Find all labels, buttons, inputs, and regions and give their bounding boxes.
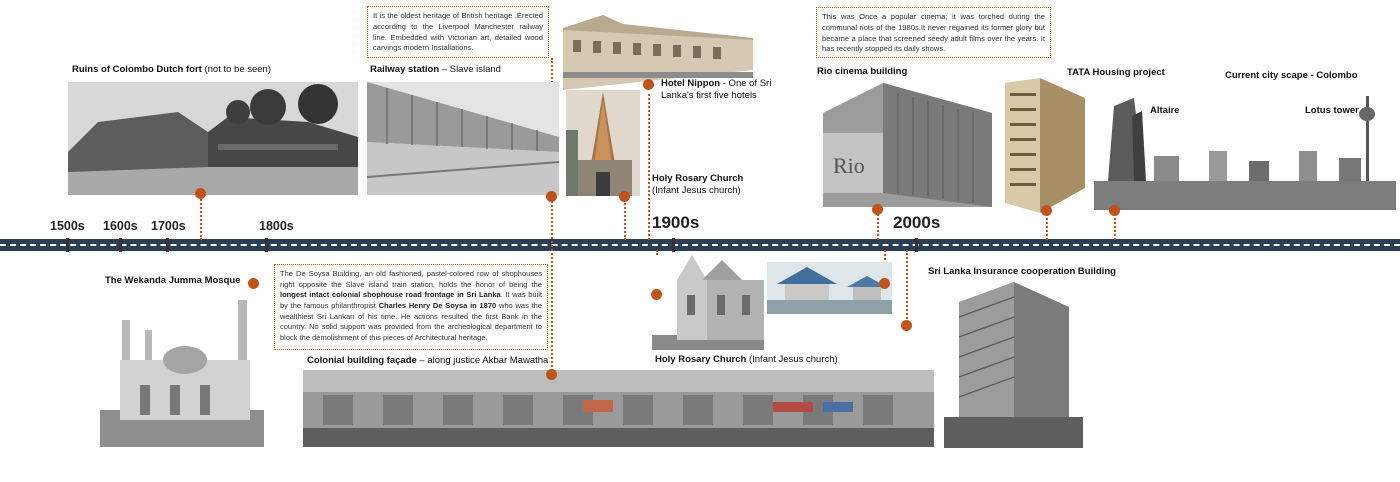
photo-holy-rosary-church	[652, 255, 764, 350]
label-mosque: The Wekanda Jumma Mosque	[105, 275, 241, 286]
label-hotel-nippon-line2: Lanka's first five hotels	[661, 90, 757, 102]
info-railway-text: It is the oldest heritage of British her…	[373, 11, 543, 53]
marker-railway	[546, 191, 557, 202]
label-railway: Railway station – Slave island	[370, 64, 501, 75]
marker-rio	[872, 204, 883, 215]
label-cityscape-title: Current city scape - Colombo	[1225, 70, 1358, 81]
label-hotel-nippon-rest: - One of Sri	[720, 78, 772, 89]
label-altaire: Altaire	[1150, 105, 1180, 116]
label-railway-rest: – Slave island	[439, 64, 501, 75]
info-box-rio: This was Once a popular cinema; it was t…	[816, 7, 1051, 58]
marker-buddhist	[879, 278, 890, 289]
info-rio-text: This was Once a popular cinema; it was t…	[822, 12, 1045, 54]
decade-1800s: 1800s	[259, 219, 294, 233]
decade-1500s: 1500s	[50, 219, 85, 233]
label-tata: TATA Housing project	[1067, 67, 1165, 78]
photo-colonial-facade	[303, 370, 934, 447]
photo-tata-housing	[1000, 78, 1092, 213]
label-tata-title: TATA Housing project	[1067, 67, 1165, 78]
photo-hotel-nippon	[563, 10, 753, 92]
marker-colonial	[546, 369, 557, 380]
photo-buddhist-temple	[767, 262, 892, 314]
label-holy-rosary-top-line2: (Infant Jesus church)	[652, 185, 741, 197]
photo-insurance-building	[944, 282, 1083, 448]
timeline-bar	[0, 239, 1400, 251]
connector-insurance	[906, 250, 908, 326]
marker-insurance	[901, 320, 912, 331]
label-railway-title: Railway station	[370, 64, 440, 75]
label-holy-rosary-bottom: Holy Rosary Church (Infant Jesus church)	[655, 354, 838, 365]
tick-1900s	[672, 238, 675, 252]
label-cityscape: Current city scape - Colombo	[1225, 70, 1358, 81]
info-de-soysa-b1: longest intact colonial shophouse road f…	[280, 290, 501, 300]
label-holy-rosary-top-title: Holy Rosary Church	[652, 173, 744, 184]
photo-wekanda-mosque	[100, 290, 264, 447]
marker-hotel-nippon	[643, 79, 654, 90]
decade-1700s: 1700s	[151, 219, 186, 233]
decade-1600s: 1600s	[103, 219, 138, 233]
info-de-soysa-p2: . It was built by the famous philanthrop…	[280, 290, 542, 310]
label-lotus-title: Lotus tower	[1305, 105, 1359, 116]
tick-1500s	[66, 238, 69, 252]
photo-dutch-fort	[68, 82, 358, 195]
label-rio: Rio cinema building	[817, 66, 907, 77]
connector-tata	[1046, 211, 1048, 240]
info-de-soysa-p1: The De Soysa Building, an old fashioned,…	[280, 269, 542, 289]
marker-dutch-fort	[195, 188, 206, 199]
photo-hindu-temple	[566, 90, 640, 196]
connector-hotel-nippon	[648, 86, 650, 240]
connector-rio	[877, 210, 879, 240]
marker-tata	[1041, 205, 1052, 216]
tick-1700s	[166, 238, 169, 252]
decade-1900s: 1900s	[652, 213, 700, 232]
marker-temple	[619, 191, 630, 202]
label-dutch-fort: Ruins of Colombo Dutch fort (not to be s…	[72, 64, 271, 75]
info-box-de-soysa: The De Soysa Building, an old fashioned,…	[274, 264, 548, 350]
connector-railway	[551, 58, 553, 378]
photo-cityscape	[1094, 86, 1396, 210]
marker-cityscape	[1109, 205, 1120, 216]
label-insurance-title: Sri Lanka Insurance cooperation Building	[928, 266, 1116, 277]
photo-rio-cinema: Rio	[803, 83, 992, 207]
label-colonial: Colonial building façade – along justice…	[307, 355, 548, 366]
tick-1800s	[265, 238, 268, 252]
label-insurance: Sri Lanka Insurance cooperation Building	[928, 266, 1116, 277]
label-hotel-nippon: Hotel Nippon - One of Sri Lanka's first …	[661, 78, 771, 103]
label-altaire-title: Altaire	[1150, 105, 1180, 116]
info-de-soysa-b2: Charles Henry De Soysa in 1870	[378, 300, 497, 310]
label-holy-rosary-bottom-title: Holy Rosary Church	[655, 354, 747, 365]
tick-1600s	[119, 238, 122, 252]
tick-2000s	[915, 238, 918, 252]
label-colonial-rest: – along justice Akbar Mawatha	[416, 355, 549, 366]
connector-cityscape	[1114, 211, 1116, 240]
marker-holy-rosary	[651, 289, 662, 300]
decade-2000s: 2000s	[893, 213, 941, 232]
rio-sign-text: Rio	[833, 153, 865, 178]
connector-dutch-fort	[200, 196, 202, 240]
info-box-railway: It is the oldest heritage of British her…	[367, 6, 549, 58]
photo-railway-station	[367, 82, 559, 195]
connector-temple	[624, 200, 626, 240]
label-mosque-title: The Wekanda Jumma Mosque	[105, 275, 241, 286]
info-de-soysa-p3: who was the wealthiest Sri Lankan of his…	[280, 300, 542, 342]
label-holy-rosary-bottom-rest: (Infant Jesus church)	[746, 354, 838, 365]
label-dutch-fort-rest: (not to be seen)	[201, 64, 272, 75]
label-colonial-title: Colonial building façade	[307, 355, 417, 366]
label-holy-rosary-top: Holy Rosary Church (Infant Jesus church)	[652, 173, 743, 198]
marker-mosque	[248, 278, 259, 289]
label-lotus: Lotus tower	[1305, 105, 1359, 116]
label-dutch-fort-title: Ruins of Colombo Dutch fort	[72, 64, 202, 75]
label-hotel-nippon-title: Hotel Nippon	[661, 78, 721, 89]
label-rio-title: Rio cinema building	[817, 66, 908, 77]
